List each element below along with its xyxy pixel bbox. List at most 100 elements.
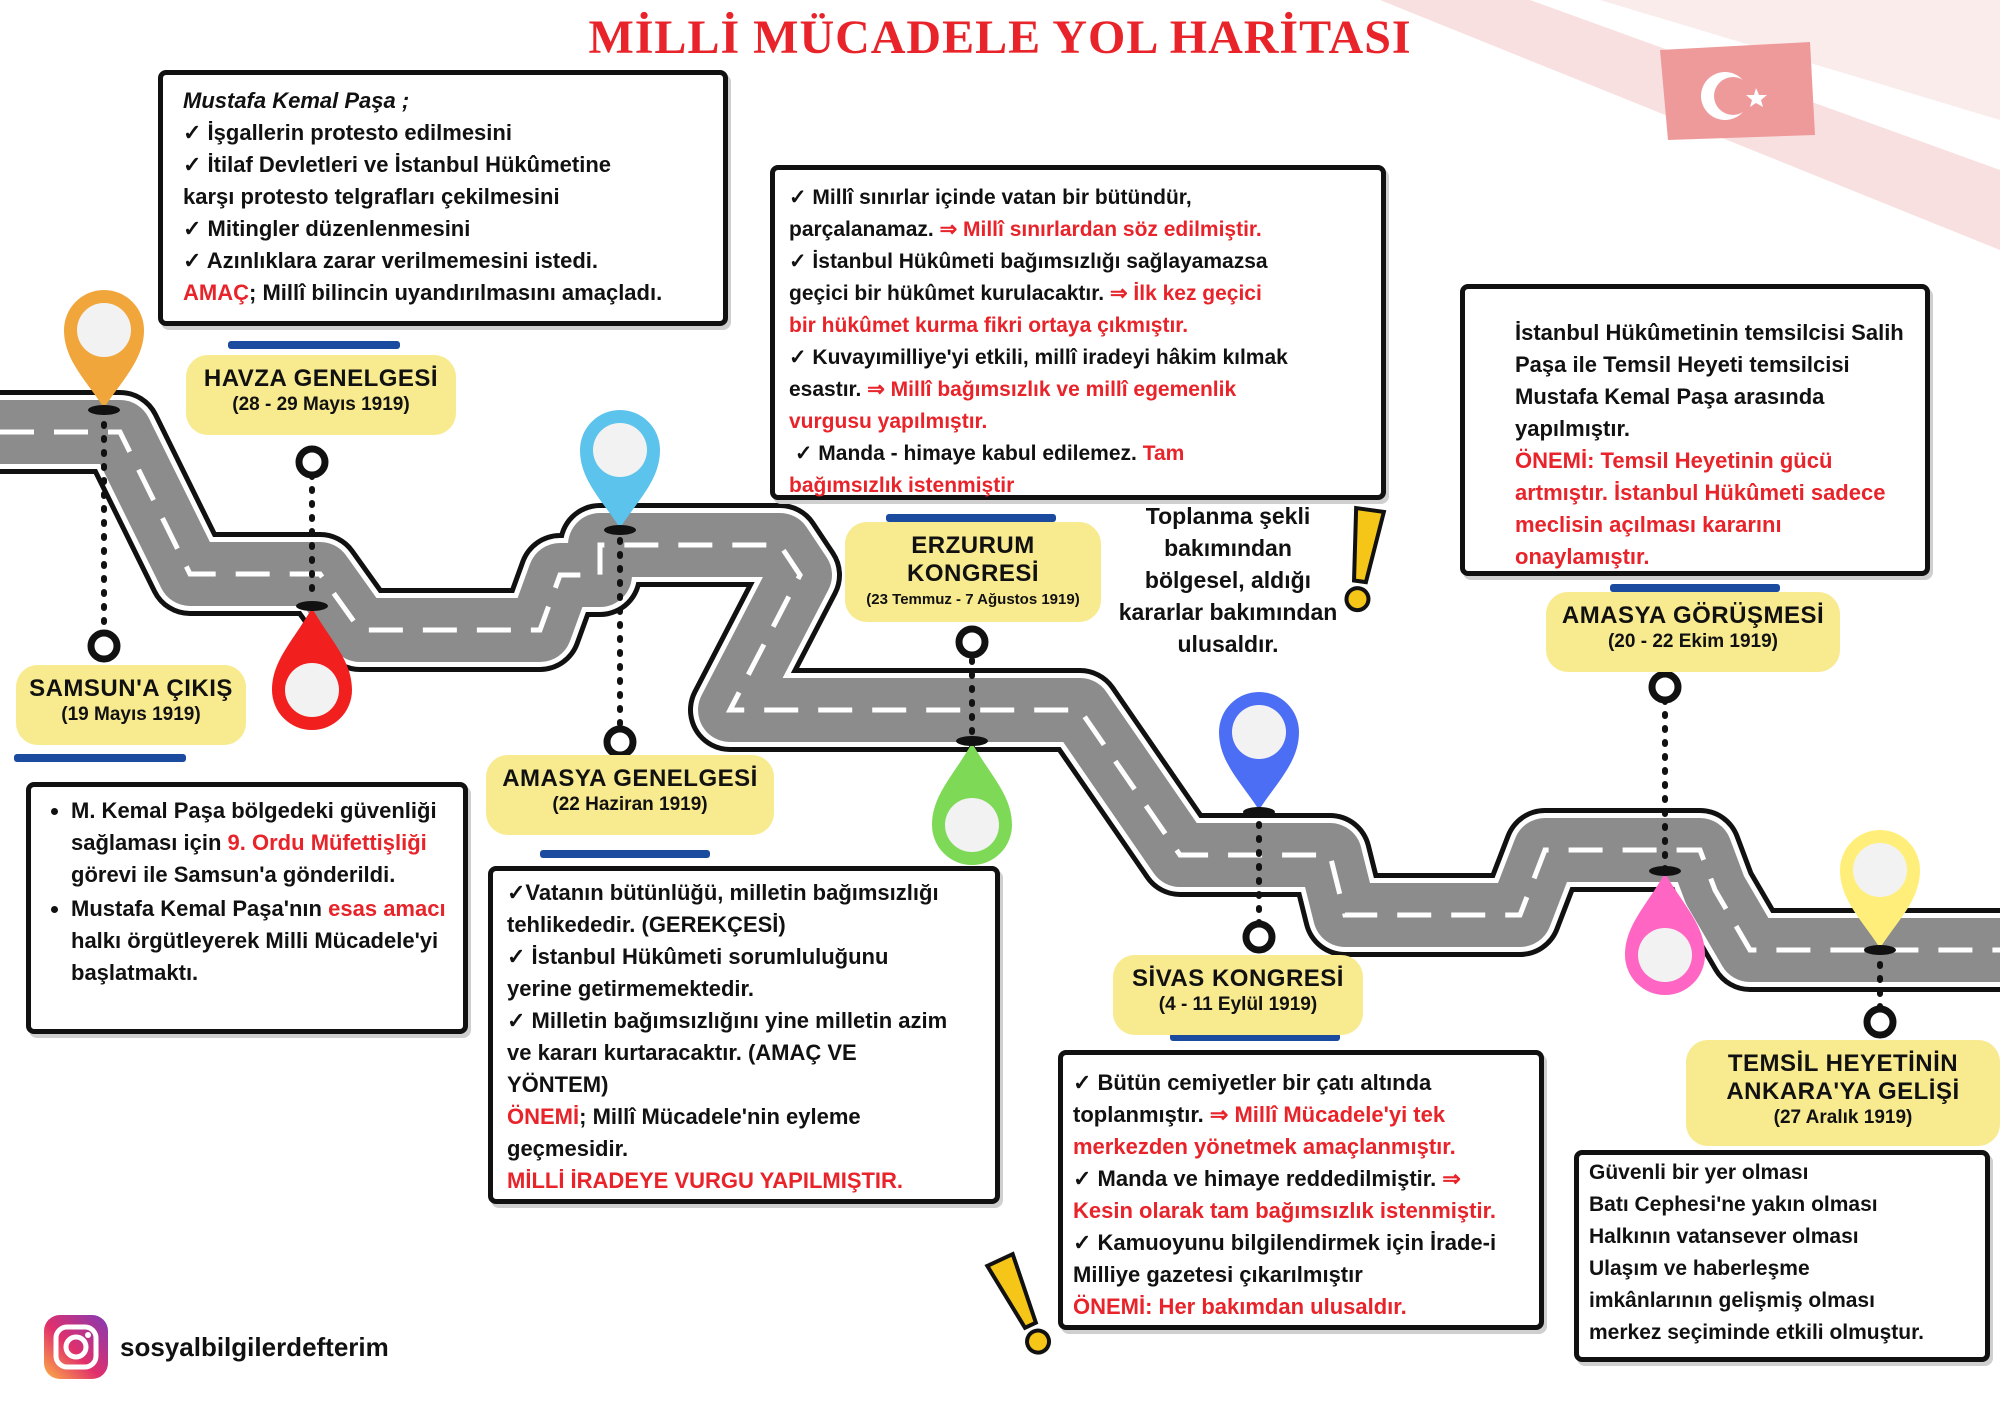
box-line: esastır. ⇒ Millî bağımsızlık ve millî eg… xyxy=(789,374,1381,406)
sivas-info-box: ✓ Bütün cemiyetler bir çatı altında topl… xyxy=(1058,1050,1544,1330)
amasya-genelgesi-pin-icon xyxy=(580,410,660,535)
stop-date: (27 Aralık 1919) xyxy=(1773,1107,1913,1128)
havza-info-box: Mustafa Kemal Paşa ; ✓ İşgallerin protes… xyxy=(158,70,728,326)
box-line: onaylamıştır. xyxy=(1515,544,1650,569)
erzurum-ring-marker xyxy=(955,625,989,659)
box-line: ÖNEMİ: Her bakımdan ulusaldır. xyxy=(1073,1294,1407,1319)
box-highlight: ÖNEMİ xyxy=(507,1104,580,1129)
box-line: ✓ Milletin bağımsızlığını yine milletin … xyxy=(507,1008,948,1033)
stop-label-havza: HAVZA GENELGESİ (28 - 29 Mayıs 1919) xyxy=(186,355,456,435)
samsun-pin-icon xyxy=(64,290,144,415)
amasya-gorusmesi-ring-marker xyxy=(1648,670,1682,704)
box-line: ✓ Kamuoyunu bilgilendirmek için İrade-i xyxy=(1073,1230,1497,1255)
stop-name-line2: ANKARA'YA GELİŞİ xyxy=(1726,1078,1960,1105)
turkish-flag-icon xyxy=(1660,42,1815,140)
box-line: Milliye gazetesi çıkarılmıştır xyxy=(1073,1262,1363,1287)
box-line: merkezden yönetmek amaçlanmıştır. xyxy=(1073,1134,1456,1159)
ankara-info-box: Güvenli bir yer olması Batı Cephesi'ne y… xyxy=(1574,1150,1990,1362)
box-highlight: Tam xyxy=(1142,442,1185,465)
instagram-handle[interactable]: sosyalbilgilerdefterim xyxy=(120,1331,389,1362)
box-highlight: ⇒ Millî bağımsızlık ve millî egemenlik xyxy=(867,378,1237,401)
stop-label-samsun: SAMSUN'A ÇIKIŞ (19 Mayıs 1919) xyxy=(16,665,246,745)
box-text: geçici bir hükûmet kurulacaktır. xyxy=(789,282,1105,305)
havza-pin-icon xyxy=(272,601,352,730)
amasya-gorusmesi-info-box: İstanbul Hükûmetinin temsilcisi Salih Pa… xyxy=(1460,284,1930,576)
box-line: ✓ Mitingler düzenlenmesini xyxy=(183,216,471,241)
box-text: ✓ Manda ve himaye reddedilmiştir. xyxy=(1073,1166,1437,1191)
box-highlight: ⇒ Millî sınırlardan söz edilmiştir. xyxy=(939,218,1262,241)
stop-date: (20 - 22 Ekim 1919) xyxy=(1607,631,1779,652)
box-line: MİLLİ İRADEYE VURGU YAPILMIŞTIR. xyxy=(507,1168,904,1193)
box-line: ✓ Millî sınırlar içinde vatan bir bütünd… xyxy=(789,186,1192,209)
stop-label-erzurum: ERZURUM KONGRESİ (23 Temmuz - 7 Ağustos … xyxy=(845,522,1101,622)
box-line: ✓ Azınlıklara zarar verilmemesini istedi… xyxy=(183,248,599,273)
box-line: AMAÇ; Millî bilincin uyandırılmasını ama… xyxy=(183,277,723,309)
box-line: vurgusu yapılmıştır. xyxy=(789,410,988,433)
box-line: yapılmıştır. xyxy=(1515,416,1630,441)
box-line: İstanbul Hükûmetinin temsilcisi Salih xyxy=(1515,320,1904,345)
box-line: geçici bir hükûmet kurulacaktır. ⇒ İlk k… xyxy=(789,278,1381,310)
box-line: ✓ Bütün cemiyetler bir çatı altında xyxy=(1073,1070,1432,1095)
box-highlight: AMAÇ xyxy=(183,280,249,305)
note-line: ulusaldır. xyxy=(1177,631,1279,657)
box-line: ve kararı kurtaracaktır. (AMAÇ VE xyxy=(507,1040,857,1065)
exclamation-icon xyxy=(1344,505,1387,613)
samsun-bullets: M. Kemal Paşa bölgedeki güvenliği sağlam… xyxy=(41,795,453,989)
samsun-accent-bar xyxy=(14,754,186,762)
box-line: Mustafa Kemal Paşa arasında xyxy=(1515,384,1825,409)
stop-date: (23 Temmuz - 7 Ağustos 1919) xyxy=(866,591,1080,608)
note-line: bölgesel, aldığı xyxy=(1144,567,1312,593)
box-line: toplanmıştır. ⇒ Millî Mücadele'yi tek xyxy=(1073,1099,1539,1131)
box-line: imkânlarının gelişmiş olması xyxy=(1589,1289,1875,1312)
erzurum-info-box: ✓ Millî sınırlar içinde vatan bir bütünd… xyxy=(770,165,1386,500)
box-text: esastır. xyxy=(789,378,862,401)
box-line: Halkının vatansever olması xyxy=(1589,1225,1859,1248)
amasya-genelgesi-info-box: ✓Vatanın bütünlüğü, milletin bağımsızlığ… xyxy=(488,866,1000,1204)
box-text: ; Millî bilincin uyandırılmasını amaçlad… xyxy=(249,280,663,305)
box-line: ÖNEMİ: Temsil Heyetinin gücü xyxy=(1515,448,1833,473)
stop-date: (28 - 29 Mayıs 1919) xyxy=(232,394,410,415)
stop-name: SAMSUN'A ÇIKIŞ xyxy=(29,675,233,702)
stop-label-amasya-gorusmesi: AMASYA GÖRÜŞMESİ (20 - 22 Ekim 1919) xyxy=(1546,592,1840,672)
box-line: artmıştır. İstanbul Hükûmeti sadece xyxy=(1515,480,1886,505)
box-line: ÖNEMİ; Millî Mücadele'nin eyleme xyxy=(507,1101,995,1133)
box-line: Kesin olarak tam bağımsızlık istenmiştir… xyxy=(1073,1198,1497,1223)
box-line: Batı Cephesi'ne yakın olması xyxy=(1589,1193,1878,1216)
box-text: parçalanamaz. xyxy=(789,218,934,241)
list-item: Mustafa Kemal Paşa'nın esas amacı halkı … xyxy=(71,893,453,989)
stop-name: AMASYA GENELGESİ xyxy=(502,765,758,792)
box-line: geçmesidir. xyxy=(507,1136,629,1161)
box-line: yerine getirmemektedir. xyxy=(507,976,755,1001)
box-text: ✓ Manda - himaye kabul edilemez. xyxy=(794,442,1137,465)
stop-name: AMASYA GÖRÜŞMESİ xyxy=(1561,602,1825,629)
amasya-gorusmesi-pin-icon xyxy=(1625,866,1705,995)
stop-label-sivas: SİVAS KONGRESİ (4 - 11 Eylül 1919) xyxy=(1113,955,1363,1035)
box-line: ✓ Kuvayımilliye'yi etkili, millî iradeyi… xyxy=(789,346,1288,369)
box-line: bağımsızlık istenmiştir xyxy=(789,474,1015,497)
sivas-accent-bar xyxy=(1170,1033,1340,1041)
stop-name-line1: TEMSİL HEYETİNİN xyxy=(1727,1050,1959,1077)
box-line: merkez seçiminde etkili olmuştur. xyxy=(1589,1321,1924,1344)
stop-name: HAVZA GENELGESİ xyxy=(203,365,439,392)
havza-ring-marker xyxy=(295,445,329,479)
box-line: ✓ Manda - himaye kabul edilemez. Tam xyxy=(789,438,1381,470)
ankara-ring-marker xyxy=(1863,1005,1897,1039)
box-line: ✓ Manda ve himaye reddedilmiştir. ⇒ xyxy=(1073,1163,1539,1195)
box-line: meclisin açılması kararını xyxy=(1515,512,1782,537)
box-line: Mustafa Kemal Paşa ; xyxy=(183,88,410,113)
note-line: bakımından xyxy=(1164,535,1292,561)
samsun-ring-marker xyxy=(87,629,121,663)
instagram-icon[interactable] xyxy=(42,1313,110,1381)
amasya-gorusmesi-accent-bar xyxy=(1610,584,1780,592)
box-line: YÖNTEM) xyxy=(507,1072,609,1097)
stop-name-line2: KONGRESİ xyxy=(906,560,1039,587)
box-line: ✓Vatanın bütünlüğü, milletin bağımsızlığ… xyxy=(507,880,939,905)
note-line: kararlar bakımından xyxy=(1118,599,1338,625)
stop-date: (22 Haziran 1919) xyxy=(552,794,708,815)
box-highlight: ⇒ İlk kez geçici xyxy=(1109,282,1262,305)
stop-date: (19 Mayıs 1919) xyxy=(61,704,201,725)
